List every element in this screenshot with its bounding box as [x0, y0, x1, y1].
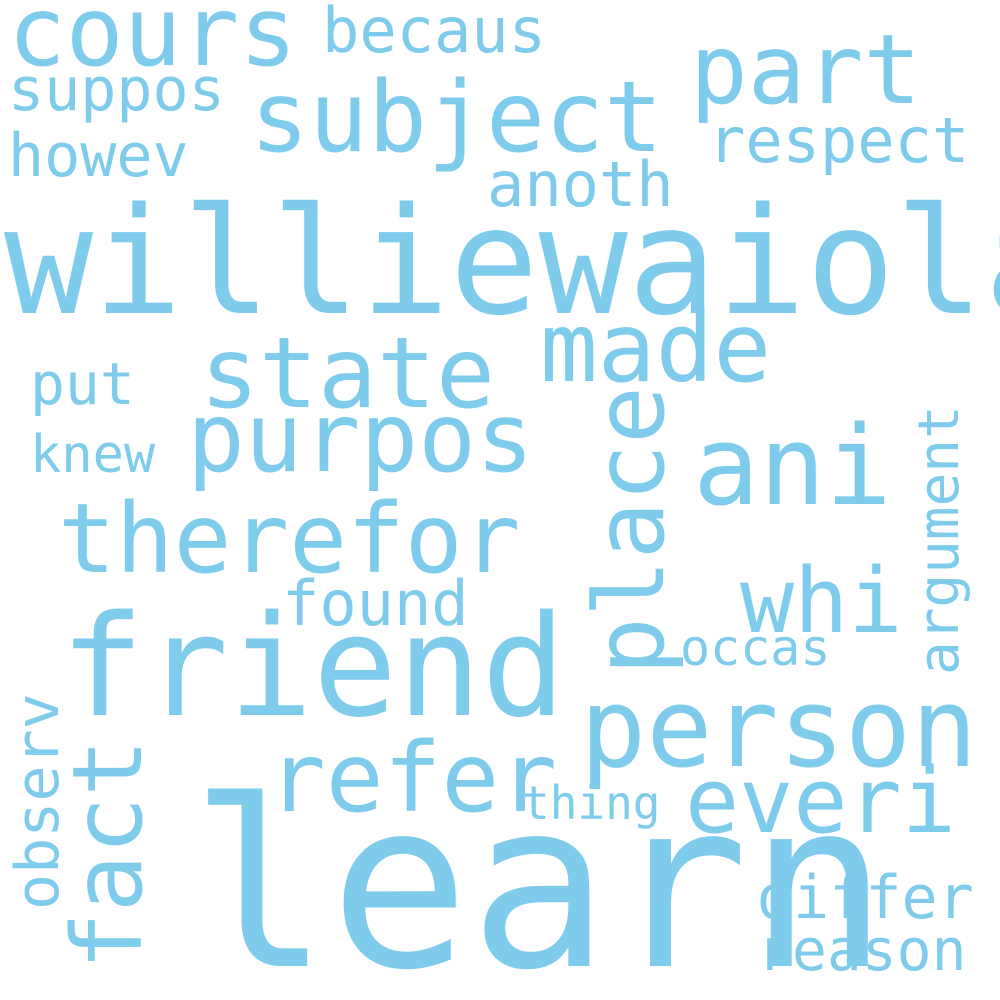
- word-howev: howev: [8, 121, 189, 191]
- word-therefor: therefor: [58, 483, 521, 595]
- word-becaus: becaus: [322, 0, 546, 67]
- word-occas: occas: [680, 619, 831, 677]
- word-differ: differ: [757, 863, 974, 933]
- word-part: part: [690, 14, 922, 126]
- word-state: state: [200, 317, 496, 431]
- word-found: found: [282, 567, 469, 640]
- word-whi: whi: [740, 549, 903, 654]
- word-respect: respect: [708, 104, 970, 177]
- word-fact: fact: [52, 738, 164, 970]
- word-person: person: [580, 664, 978, 792]
- word-purpos: purpos: [187, 382, 534, 494]
- word-learn: learn: [190, 751, 889, 1000]
- word-suppos: suppos: [8, 55, 225, 125]
- word-friend: friend: [60, 586, 566, 749]
- word-anoth: anoth: [487, 148, 674, 221]
- word-williewaiola: williewaiola: [4, 176, 1000, 348]
- word-put: put: [30, 350, 135, 418]
- word-subject: subject: [250, 61, 664, 175]
- word-refer: refer: [268, 722, 557, 834]
- word-reason: reason: [757, 916, 967, 984]
- word-ani: ani: [693, 402, 892, 530]
- word-made: made: [540, 292, 772, 404]
- word-observ: observ: [3, 693, 73, 910]
- word-knew: knew: [30, 425, 156, 485]
- word-place: place: [574, 386, 686, 675]
- word-cours: cours: [8, 0, 297, 88]
- word-everi: everi: [685, 749, 956, 854]
- word-argument: argument: [907, 405, 972, 675]
- word-thing: thing: [522, 776, 661, 830]
